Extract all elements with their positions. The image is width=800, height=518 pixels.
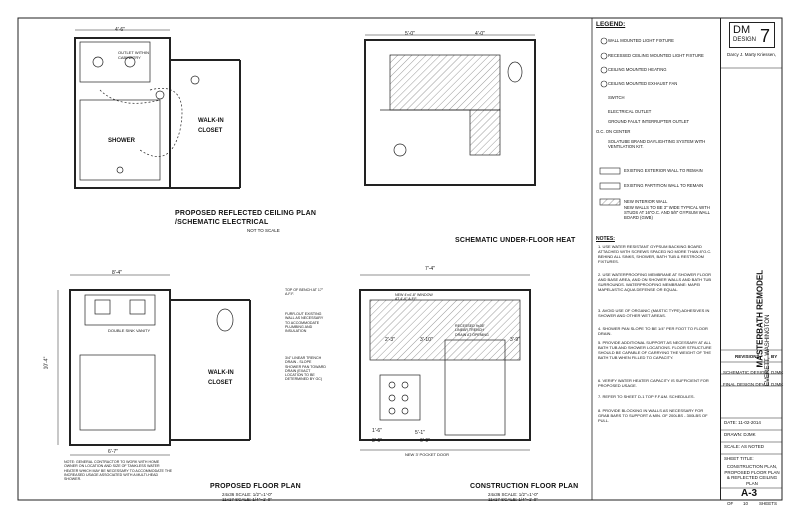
floor-dim-left: 10'-4" xyxy=(43,356,50,370)
legend-item: CEILING MOUNTED HEATING xyxy=(608,67,667,72)
rcp-title-line2: /SCHEMATIC ELECTRICAL xyxy=(175,219,269,226)
revision-by: DJMK xyxy=(771,370,784,375)
note-item: 7. REFER TO SHEET D-1 TOP F.F.&M. SCHEDU… xyxy=(598,394,695,399)
cons-niche-note: RECESSED 9x36" LINEAR TRENCH DRAIN AT OP… xyxy=(455,324,489,337)
heat-dim-a: 5'-0" xyxy=(405,31,415,37)
cons-dim-f: 1'-6" xyxy=(372,428,382,434)
legend-item: EXISTING PARTITION WALL TO REMAIN xyxy=(624,183,704,188)
revision-name: SCHEMATIC DESIGN xyxy=(723,370,768,375)
heat-dim-b: 4'-0" xyxy=(475,31,485,37)
of-label: OF xyxy=(727,501,734,506)
designer-name: Darcy J. Marty Kriessen, xyxy=(727,52,777,57)
cons-furr-note: FURR-OUT EXISTING WALL AS NECESSARY TO A… xyxy=(285,312,324,334)
cons-door-note: NEW 3' POCKET DOOR xyxy=(405,452,450,457)
project-location: EVERETT, WASHINGTON xyxy=(765,314,771,386)
cons-bench-note: TOP OF BENCH AT 17" A.F.F. xyxy=(285,288,324,297)
sheet-number: A-3 xyxy=(741,488,758,499)
cons-dim-g: 3'-6" xyxy=(372,438,382,444)
note-item: 5. PROVIDE ADDITIONAL SUPPORT AS NECESSA… xyxy=(598,340,712,360)
cons-title: CONSTRUCTION FLOOR PLAN xyxy=(470,483,579,490)
note-item: 3. AVOID USE OF ORGANIC (MASTIC TYPE) AD… xyxy=(598,308,710,318)
floor-note: NOTE: GENERAL CONTRACTOR TO WORK WITH HO… xyxy=(64,460,173,482)
cons-scale-1: 24x36 SCALE: 1/2"=1'-0" xyxy=(488,492,539,497)
sheets-label: SHEETS xyxy=(759,501,778,506)
legend-item: WALL MOUNTED LIGHT FIXTURE xyxy=(608,38,674,43)
note-item: 8. PROVIDE BLOCKING IN WALLS AS NECESSAR… xyxy=(598,408,708,423)
legend-panel: LEGEND: WALL MOUNTED LIGHT FIXTURE RECES… xyxy=(592,18,720,500)
floor-scale-2: 11x17 SCALE: 1/4"=1'-0" xyxy=(222,497,272,502)
rcp-title-line1: PROPOSED REFLECTED CEILING PLAN xyxy=(175,210,317,217)
floor-plan-linework xyxy=(57,274,251,456)
cons-drain-note: 3/4" LINEAR TRENCH DRAIN - SLOPE SHOWER … xyxy=(285,356,326,382)
floor-dim-top: 8'-4" xyxy=(112,270,122,276)
rcp-dim-top: 4'-6" xyxy=(115,27,125,33)
legend-item: CEILING MOUNTED EXHAUST FAN xyxy=(608,81,678,86)
rcp-shower-label: SHOWER xyxy=(108,138,135,144)
title-block: DM DESIGN 7 Darcy J. Marty Kriessen, MAS… xyxy=(720,18,784,506)
date-field: DATE: 11-02-2014 xyxy=(724,420,761,425)
note-item: 4. SHOWER PAN SLOPE TO BE 1/4" PER FOOT … xyxy=(598,326,708,336)
floor-dim-bottom: 6'-7" xyxy=(108,449,118,455)
construction-plan-linework xyxy=(359,274,531,451)
rcp-closet-label: CLOSET xyxy=(198,128,223,134)
drawn-field: DRAWN: DJMK xyxy=(724,432,756,437)
note-item: 1. USE WATER RESISTANT GYPSUM BACKING BO… xyxy=(598,244,712,264)
legend-heading: LEGEND: xyxy=(596,21,626,28)
rcp-walkin-label: WALK-IN xyxy=(198,118,224,124)
legend-item: O.C. ON CENTER xyxy=(596,129,631,134)
floor-closet-label: CLOSET xyxy=(208,380,233,386)
notes-heading: NOTES: xyxy=(596,236,615,242)
heat-plan-linework xyxy=(364,34,536,186)
cons-scale-2: 11x17 SCALE: 1/4"=1'-0" xyxy=(488,497,538,502)
project-name: MASTERBATH REMODEL xyxy=(755,269,765,368)
legend-item: GROUND FAULT INTERRUPTER OUTLET xyxy=(608,119,690,124)
floor-vanity-label: DOUBLE SINK VANITY xyxy=(108,328,151,333)
legend-item: RECESSED CEILING MOUNTED LIGHT FIXTURE xyxy=(608,53,704,58)
note-item: 2. USE WATERPROOFING MEMBRANE AT SHOWER … xyxy=(598,272,712,292)
by-label: BY xyxy=(771,354,778,359)
legend-item: EXISTING EXTERIOR WALL TO REMAIN xyxy=(624,168,703,173)
cons-dim-top: 7'-4" xyxy=(425,266,435,272)
sheets-count: 10 xyxy=(743,501,749,506)
sheet-title: CONSTRUCTION PLAN, PROPOSED FLOOR PLAN &… xyxy=(724,464,780,486)
cons-dim-e: 6'-9" xyxy=(420,438,430,444)
note-item: 6. VERIFY WATER HEATER CAPACITY IS SUFFI… xyxy=(598,378,709,388)
rcp-outlet-label: OUTLET WITHIN CABINETRY xyxy=(118,50,150,60)
legend-item: NEW WALLS TO BE 3" WIDE TYPICAL WITH STU… xyxy=(624,205,710,220)
scale-field: SCALE: AS NOTED xyxy=(724,444,765,449)
cons-dim-b: 3'-10" xyxy=(420,337,433,343)
revision-by: DJMK xyxy=(771,382,784,387)
rcp-plan-linework xyxy=(74,29,241,189)
rcp-scale: NOT TO SCALE xyxy=(247,228,280,233)
heat-title: SCHEMATIC UNDER-FLOOR HEAT xyxy=(455,237,576,244)
cons-dim-c: 3'-9" xyxy=(510,337,520,343)
legend-item: NEW INTERIOR WALL xyxy=(624,199,668,204)
cons-dim-a: 2'-3" xyxy=(385,337,395,343)
cons-dim-d: 5'-1" xyxy=(415,430,425,436)
floor-scale-1: 24x36 SCALE: 1/2"=1'-0" xyxy=(222,492,273,497)
revision-name: FINAL DESIGN DEV. xyxy=(723,382,766,387)
revisions-label: REVISIONS xyxy=(735,354,760,359)
cons-window-note: NEW 4'x4'-8" WINDOW AT 4'-6" A.F.F. xyxy=(395,293,433,302)
floor-walkin-label: WALK-IN xyxy=(208,370,234,376)
legend-item: SOLATUBE BRAND DAYLIGHTING SYSTEM WITH V… xyxy=(608,139,706,149)
title-block-lines xyxy=(720,67,782,489)
legend-item: ELECTRICAL OUTLET xyxy=(608,109,652,114)
floor-title: PROPOSED FLOOR PLAN xyxy=(210,483,301,490)
legend-symbols xyxy=(599,37,621,206)
company-logo: DM DESIGN 7 xyxy=(729,22,775,48)
legend-item: SWITCH xyxy=(608,95,625,100)
sheet-title-label: SHEET TITLE: xyxy=(724,456,754,461)
